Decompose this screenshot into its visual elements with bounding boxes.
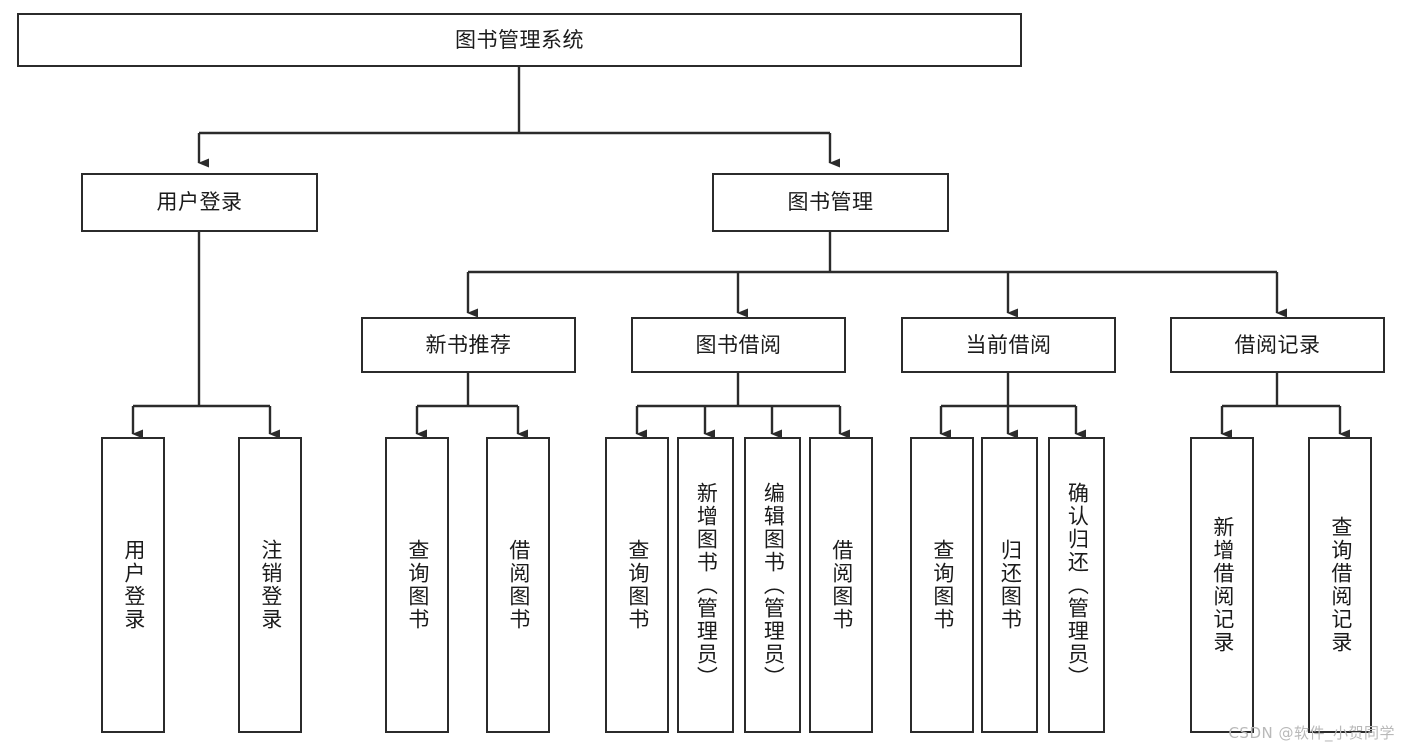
node-leaf-rec-borrow-book[interactable]: 借阅图书 [486, 437, 550, 733]
node-label: 新书推荐 [425, 332, 512, 357]
node-label: 新增借阅记录 [1210, 516, 1235, 654]
node-leaf-bb-borrow-book[interactable]: 借阅图书 [809, 437, 873, 733]
node-leaf-br-add-record[interactable]: 新增借阅记录 [1190, 437, 1254, 733]
node-label: 注销登录 [258, 539, 283, 631]
node-leaf-bb-add-book[interactable]: 新增图书（管理员） [677, 437, 734, 733]
node-label: 图书管理系统 [455, 27, 584, 52]
node-label: 借阅图书 [829, 539, 854, 631]
node-label: 用户登录 [156, 190, 243, 215]
node-new-book-recommendation[interactable]: 新书推荐 [361, 317, 576, 373]
node-borrowing-record[interactable]: 借阅记录 [1170, 317, 1385, 373]
node-leaf-bb-edit-book[interactable]: 编辑图书（管理员） [744, 437, 801, 733]
node-leaf-user-login[interactable]: 用户登录 [101, 437, 165, 733]
node-label: 用户登录 [121, 539, 146, 631]
node-leaf-logout[interactable]: 注销登录 [238, 437, 302, 733]
node-root-book-management-system[interactable]: 图书管理系统 [17, 13, 1022, 67]
node-label: 图书借阅 [695, 332, 782, 357]
node-leaf-cb-confirm-return[interactable]: 确认归还（管理员） [1048, 437, 1105, 733]
node-label: 图书管理 [787, 190, 874, 215]
node-leaf-br-query-record[interactable]: 查询借阅记录 [1308, 437, 1372, 733]
node-book-borrowing[interactable]: 图书借阅 [631, 317, 846, 373]
node-current-borrowing[interactable]: 当前借阅 [901, 317, 1116, 373]
watermark: CSDN @软件_小贺同学 [1228, 724, 1395, 742]
node-label: 确认归还（管理员） [1065, 481, 1090, 689]
node-label: 归还图书 [998, 539, 1023, 631]
node-label: 编辑图书（管理员） [761, 481, 786, 689]
node-leaf-bb-query-book[interactable]: 查询图书 [605, 437, 669, 733]
node-label: 借阅图书 [506, 539, 531, 631]
node-user-login[interactable]: 用户登录 [81, 173, 318, 232]
node-label: 查询图书 [930, 539, 955, 631]
node-leaf-cb-return-book[interactable]: 归还图书 [981, 437, 1038, 733]
node-leaf-cb-query-book[interactable]: 查询图书 [910, 437, 974, 733]
node-label: 新增图书（管理员） [694, 481, 719, 689]
node-label: 查询借阅记录 [1328, 516, 1353, 654]
node-leaf-rec-query-book[interactable]: 查询图书 [385, 437, 449, 733]
node-label: 当前借阅 [965, 332, 1052, 357]
node-label: 查询图书 [625, 539, 650, 631]
node-label: 借阅记录 [1234, 332, 1321, 357]
node-label: 查询图书 [405, 539, 430, 631]
node-book-management[interactable]: 图书管理 [712, 173, 949, 232]
